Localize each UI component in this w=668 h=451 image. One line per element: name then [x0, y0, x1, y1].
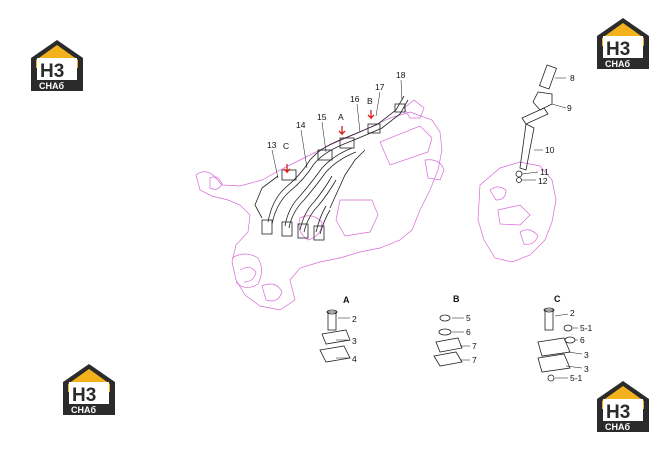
fuel-injection-pipes — [254, 95, 409, 241]
leader-lines — [271, 79, 403, 179]
logo-brand-text: CHAб — [39, 81, 64, 91]
detail-c-label-2: 2 — [570, 308, 575, 318]
detail-a-label-4: 4 — [352, 354, 357, 364]
callout-18: 18 — [396, 70, 406, 80]
arrow-c-icon — [283, 164, 291, 174]
brand-logo-top-left: H3 CHAб — [31, 40, 83, 91]
detail-a-title: A — [343, 295, 350, 305]
logo-brand-text: CHAб — [605, 422, 630, 432]
brand-logo-bottom-left: H3 CHAб — [63, 364, 115, 415]
detail-b-label-7b: 7 — [472, 355, 477, 365]
detail-c-label-6: 6 — [580, 335, 585, 345]
logo-mark-icon: H3 CHAб — [31, 40, 83, 91]
callout-a: A — [338, 112, 344, 122]
logo-mark-text: H3 — [40, 61, 64, 82]
logo-mark-text: H3 — [606, 402, 630, 423]
logo-brand-text: CHAб — [71, 405, 96, 415]
logo-mark-icon: H3 CHAб — [597, 381, 649, 432]
callout-b: B — [367, 96, 373, 106]
callout-16: 16 — [350, 94, 360, 104]
detail-b-labels: B 5 6 7 7 — [453, 294, 477, 365]
detail-b-label-5: 5 — [466, 313, 471, 323]
brand-logo-top-right: H3 CHAб — [597, 18, 649, 69]
arrow-b-icon — [367, 110, 375, 120]
logo-mark-icon: H3 CHAб — [63, 364, 115, 415]
detail-a-label-3: 3 — [352, 336, 357, 346]
main-callout-labels: 8 9 10 11 12 13 14 15 16 17 18 A B C — [267, 70, 575, 186]
detail-c-title: C — [554, 294, 561, 304]
engine-block-outline — [195, 99, 557, 311]
detail-c-labels: C 2 5-1 6 3 3 5-1 — [554, 294, 593, 383]
detail-a-label-2: 2 — [352, 314, 357, 324]
callout-9: 9 — [567, 103, 572, 113]
callout-14: 14 — [296, 120, 306, 130]
logo-mark-text: H3 — [72, 385, 96, 406]
detail-arrows — [283, 110, 375, 174]
callout-15: 15 — [317, 112, 327, 122]
logo-brand-text: CHAб — [605, 59, 630, 69]
detail-c-label-3b: 3 — [584, 364, 589, 374]
detail-b-label-7a: 7 — [472, 341, 477, 351]
brand-logo-bottom-right: H3 CHAб — [597, 381, 649, 432]
callout-12: 12 — [538, 176, 548, 186]
arrow-a-icon — [338, 126, 346, 136]
detail-a-labels: A 2 3 4 — [343, 295, 357, 364]
logo-mark-text: H3 — [606, 39, 630, 60]
callout-8: 8 — [570, 73, 575, 83]
callout-10: 10 — [545, 145, 555, 155]
detail-b-title: B — [453, 294, 460, 304]
detail-c-label-5-1a: 5-1 — [580, 323, 593, 333]
logo-mark-icon: H3 CHAб — [597, 18, 649, 69]
detail-a-clamp — [319, 309, 351, 363]
callout-11: 11 — [540, 167, 549, 177]
detail-b-clamp — [433, 314, 470, 367]
callout-17: 17 — [375, 82, 385, 92]
detail-b-label-6: 6 — [466, 327, 471, 337]
detail-c-clamp — [537, 307, 583, 382]
detail-c-label-5-1b: 5-1 — [570, 373, 583, 383]
fuel-injector-assembly — [515, 64, 567, 183]
callout-13: 13 — [267, 140, 277, 150]
detail-c-label-3a: 3 — [584, 350, 589, 360]
callout-c: C — [283, 141, 289, 151]
